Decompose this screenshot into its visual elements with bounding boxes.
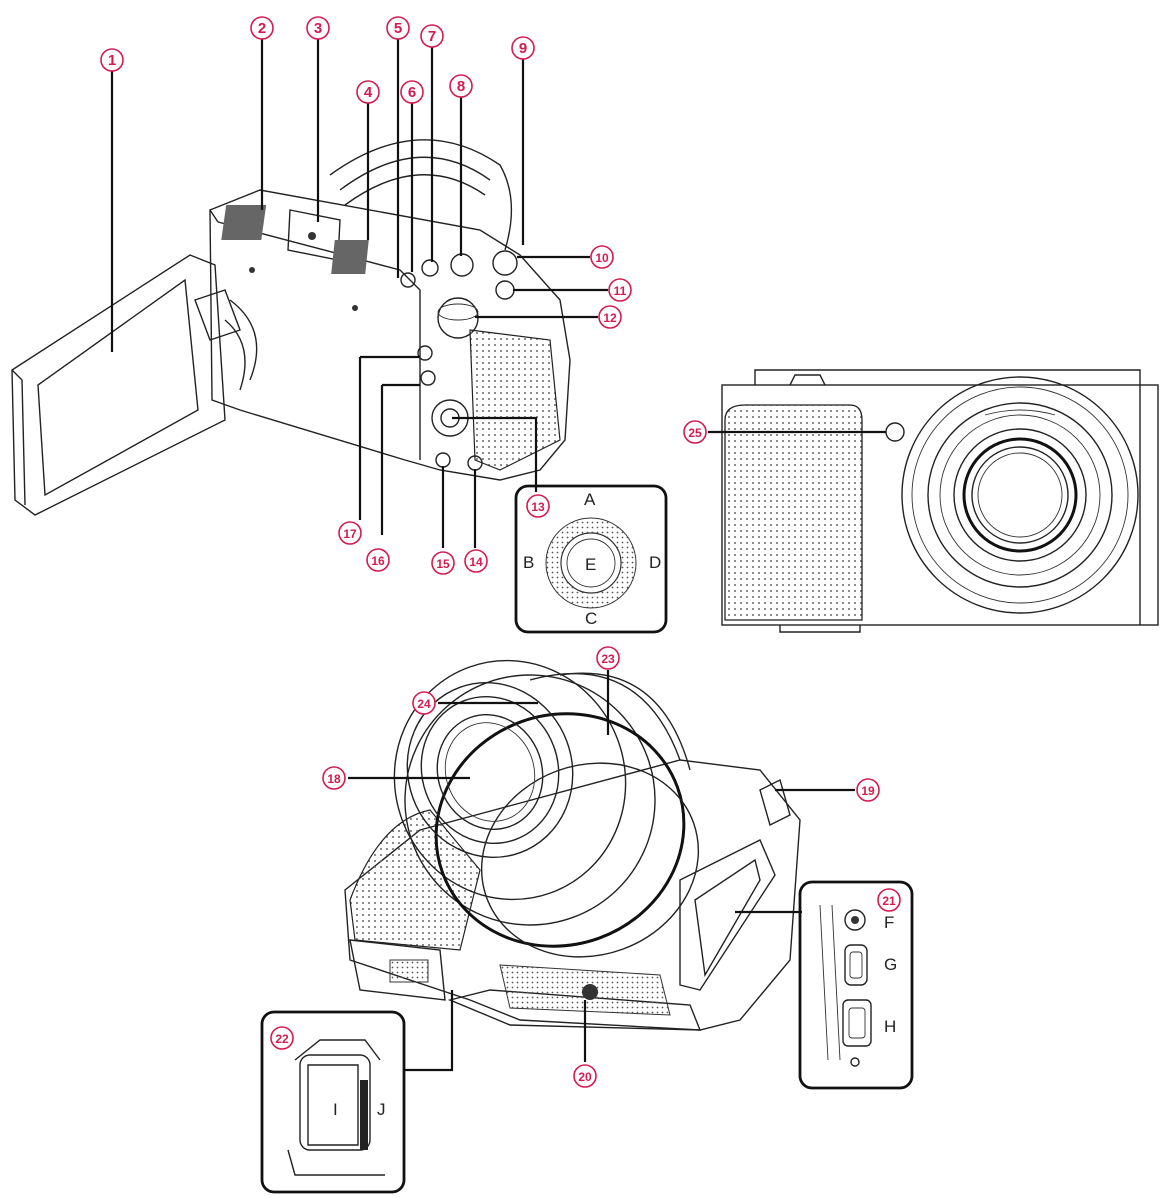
callout-22: 22	[270, 1026, 294, 1050]
dial-letter-e: E	[585, 555, 596, 574]
dial-letter-d: D	[649, 553, 661, 572]
callout-label: 5	[394, 20, 402, 37]
callout-9: 9	[511, 36, 535, 60]
callout-2: 2	[250, 16, 274, 40]
callout-7: 7	[420, 24, 444, 48]
callout-label: 9	[519, 40, 527, 57]
callout-15: 15	[431, 551, 455, 575]
callout-ring	[386, 16, 410, 40]
callout-label: 16	[371, 554, 385, 568]
callout-ring	[250, 16, 274, 40]
callout-12: 12	[598, 305, 622, 329]
callout-label: 2	[258, 20, 266, 37]
callout-18: 18	[322, 766, 346, 790]
callout-8: 8	[449, 74, 473, 98]
callout-label: 19	[861, 784, 875, 798]
callout-ring	[856, 778, 880, 802]
callout-14: 14	[464, 549, 488, 573]
callout-label: 1	[108, 52, 116, 69]
callout-ring	[573, 1064, 597, 1088]
callout-ring	[608, 278, 632, 302]
callout-ring	[366, 548, 390, 572]
callout-label: 13	[531, 500, 545, 514]
callout-label: 3	[314, 20, 322, 37]
callout-label: 10	[595, 251, 609, 265]
callout-16: 16	[366, 548, 390, 572]
callout-20: 20	[573, 1064, 597, 1088]
callout-4: 4	[356, 80, 380, 104]
battery-inset: I J	[260, 1010, 406, 1194]
callout-label: 4	[364, 84, 373, 101]
battery-letter-j: J	[377, 1100, 386, 1119]
dial-letter-b: B	[523, 553, 534, 572]
callout-23: 23	[596, 646, 620, 670]
callout-19: 19	[856, 778, 880, 802]
callout-11: 11	[608, 278, 632, 302]
callout-ring	[420, 24, 444, 48]
callout-ring	[683, 420, 707, 444]
callout-10: 10	[590, 245, 614, 269]
dial-inset: A B C D E	[514, 484, 668, 634]
callout-ring	[596, 646, 620, 670]
callout-ring	[511, 36, 535, 60]
callout-5: 5	[386, 16, 410, 40]
callout-17: 17	[338, 521, 362, 545]
callout-ring	[400, 80, 424, 104]
callout-21: 21	[877, 888, 901, 912]
callout-ring	[877, 888, 901, 912]
callout-label: 8	[457, 78, 465, 95]
callout-label: 15	[436, 557, 450, 571]
callout-24: 24	[412, 691, 436, 715]
callout-label: 23	[601, 652, 615, 666]
dial-letter-c: C	[585, 609, 597, 628]
callout-label: 18	[327, 772, 341, 786]
callout-label: 22	[275, 1032, 289, 1046]
callout-3: 3	[306, 16, 330, 40]
camera-angled-view	[344, 659, 801, 1031]
callout-ring	[270, 1026, 294, 1050]
callout-13: 13	[526, 494, 550, 518]
callout-label: 24	[417, 697, 431, 711]
camera-front-view	[721, 369, 1159, 633]
callout-label: 7	[428, 28, 436, 45]
port-letter-f: F	[884, 913, 894, 932]
callout-label: 12	[603, 311, 617, 325]
callout-label: 20	[578, 1070, 592, 1084]
callout-ring	[431, 551, 455, 575]
callout-ring	[338, 521, 362, 545]
callout-label: 25	[688, 426, 702, 440]
port-letter-h: H	[884, 1017, 896, 1036]
port-letter-g: G	[884, 955, 897, 974]
ports-inset: F G H	[798, 880, 914, 1090]
callout-ring	[464, 549, 488, 573]
callout-label: 21	[882, 894, 896, 908]
callout-ring	[100, 48, 124, 72]
battery-letter-i: I	[333, 1100, 338, 1119]
callout-ring	[449, 74, 473, 98]
callout-ring	[590, 245, 614, 269]
callout-ring	[526, 494, 550, 518]
callout-label: 17	[343, 527, 357, 541]
callout-1: 1	[100, 48, 124, 72]
callout-label: 11	[614, 284, 627, 298]
callout-6: 6	[400, 80, 424, 104]
callout-25: 25	[683, 420, 707, 444]
camera-back-view	[11, 139, 571, 516]
callout-ring	[412, 691, 436, 715]
callout-ring	[356, 80, 380, 104]
callout-ring	[306, 16, 330, 40]
callout-ring	[322, 766, 346, 790]
callout-label: 14	[469, 555, 483, 569]
leader-lines	[110, 37, 886, 1072]
callout-label: 6	[408, 84, 416, 101]
dial-letter-a: A	[584, 490, 596, 509]
callout-ring	[598, 305, 622, 329]
